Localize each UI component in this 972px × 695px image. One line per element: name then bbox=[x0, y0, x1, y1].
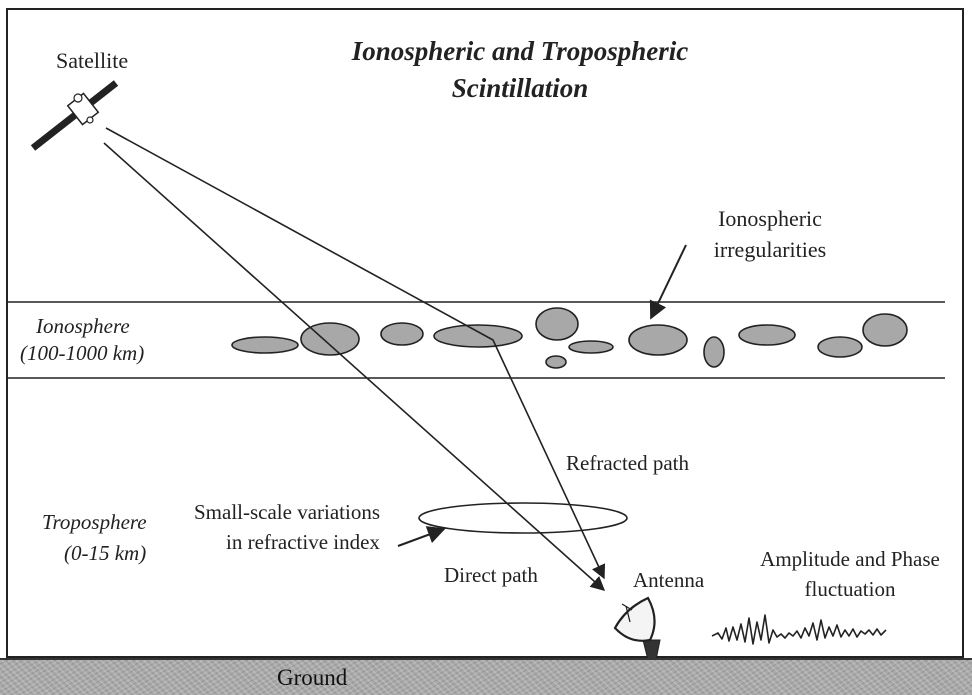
direct-path-label: Direct path bbox=[444, 563, 538, 588]
ionosphere-label: Ionosphere bbox=[36, 314, 130, 339]
irregularities-label-line1: Ionospheric bbox=[700, 206, 840, 232]
diagram-title-line1: Ionospheric and Tropospheric bbox=[330, 36, 710, 67]
refracted-path-label: Refracted path bbox=[566, 451, 689, 476]
irregularity-blob bbox=[818, 337, 862, 357]
ionosphere-range-label: (100-1000 km) bbox=[20, 341, 144, 366]
ionospheric-irregularities bbox=[232, 308, 907, 368]
irregularity-blob bbox=[434, 325, 522, 347]
irregularity-blob bbox=[536, 308, 578, 340]
irregularity-blob bbox=[863, 314, 907, 346]
irregularity-blob bbox=[569, 341, 613, 353]
irregularity-blob bbox=[381, 323, 423, 345]
irregularity-blob bbox=[629, 325, 687, 355]
fluctuation-label-line2: fluctuation bbox=[740, 577, 960, 602]
dish-antenna-icon bbox=[615, 598, 660, 660]
satellite-icon bbox=[33, 83, 116, 148]
small-scale-variations-label-line1: Small-scale variations bbox=[194, 500, 380, 525]
fluctuation-label-line1: Amplitude and Phase bbox=[740, 547, 960, 572]
variations-pointer-arrow bbox=[398, 529, 444, 546]
troposphere-range-label: (0-15 km) bbox=[64, 541, 146, 566]
satellite-label: Satellite bbox=[56, 48, 128, 74]
small-scale-variations-label-line2: in refractive index bbox=[226, 530, 380, 555]
diagram-title-line2: Scintillation bbox=[400, 73, 640, 104]
fluctuation-waveform bbox=[712, 615, 886, 644]
irregularities-pointer-arrow bbox=[651, 245, 686, 318]
antenna-label: Antenna bbox=[633, 568, 704, 593]
irregularity-blob bbox=[546, 356, 566, 368]
irregularities-label-line2: irregularities bbox=[700, 237, 840, 263]
irregularity-blob bbox=[739, 325, 795, 345]
irregularity-blob bbox=[704, 337, 724, 367]
irregularity-blob bbox=[232, 337, 298, 353]
ground-strip: Ground bbox=[0, 658, 972, 695]
ground-label: Ground bbox=[277, 665, 347, 691]
troposphere-label: Troposphere bbox=[42, 510, 147, 535]
